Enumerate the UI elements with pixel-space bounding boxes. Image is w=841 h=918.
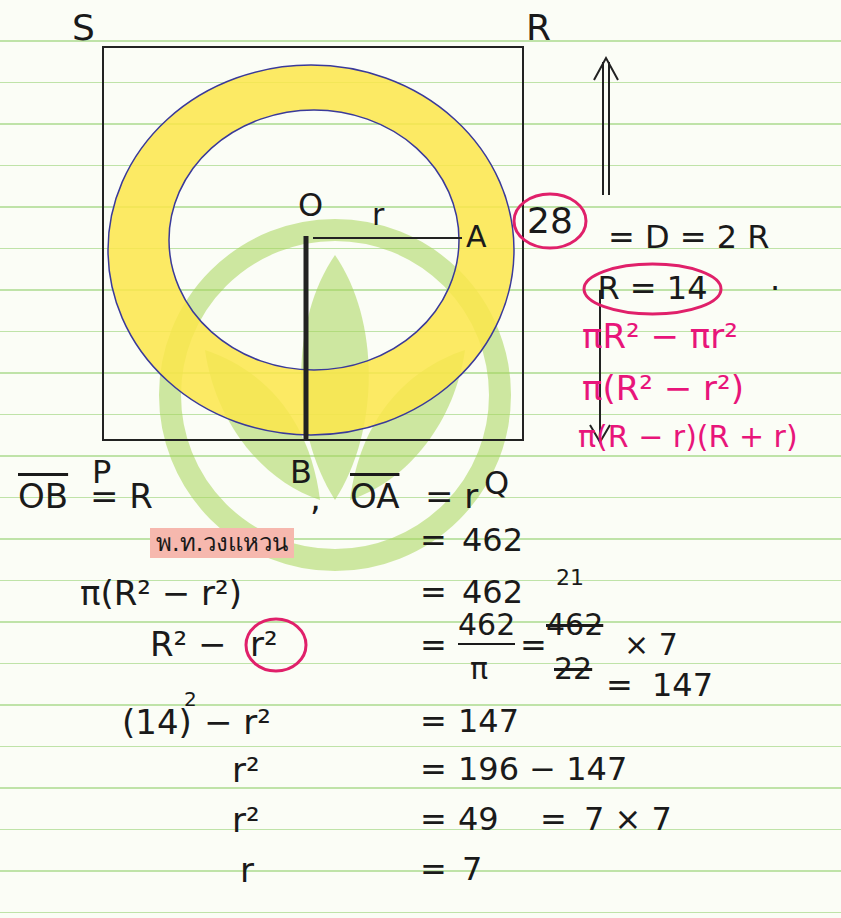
ring-area — [108, 65, 514, 435]
math-text: 21 — [556, 566, 584, 590]
math-text: 147 — [652, 668, 713, 703]
math-text: πR² − πr² — [582, 318, 738, 355]
segment-name: OB — [18, 478, 68, 515]
math-text: O — [298, 188, 323, 223]
math-text: 462 — [462, 523, 523, 558]
math-text: 7 × 7 — [584, 802, 672, 837]
outer-radius — [304, 236, 309, 440]
math-text: B — [290, 455, 312, 490]
math-text: , — [310, 480, 321, 517]
math-text: 462 — [462, 575, 523, 610]
math-text: = — [520, 628, 547, 663]
inner-radius — [313, 237, 462, 239]
math-text: 147 — [458, 704, 519, 739]
highlight-circle — [246, 619, 306, 671]
math-text: − r² — [204, 704, 271, 741]
math-text: π(R² − r²) — [80, 575, 242, 612]
math-text: (14) — [122, 704, 192, 741]
math-text: = — [606, 668, 633, 703]
math-text: = — [420, 852, 447, 887]
segment-name: OA — [350, 478, 399, 515]
math-text: Q — [484, 466, 509, 501]
math-text: × 7 — [624, 628, 678, 661]
math-text: r² — [232, 752, 260, 789]
math-text: 22 — [554, 652, 592, 685]
math-text: π — [470, 652, 488, 685]
math-text: π(R − r)(R + r) — [578, 420, 798, 453]
circled-value: 28 — [512, 192, 588, 250]
math-text: r² — [232, 802, 260, 839]
square — [103, 47, 523, 440]
circled-value: R = 14 — [582, 262, 723, 316]
math-text: A — [466, 220, 487, 253]
math-text: = R — [90, 478, 153, 515]
math-text: 49 — [458, 802, 499, 837]
math-text: = — [420, 575, 447, 610]
outer-circle — [108, 65, 514, 435]
value-text: 28 — [527, 201, 573, 241]
math-text: 196 − 147 — [458, 752, 627, 787]
math-text: . — [770, 262, 780, 297]
math-text: 462 — [546, 608, 603, 641]
dimension-line — [608, 62, 610, 195]
math-text: = D = 2 R — [608, 220, 770, 255]
math-text: R² − — [150, 626, 227, 663]
math-text: = — [420, 752, 447, 787]
math-text: S — [72, 8, 95, 48]
arrow-head — [594, 58, 618, 80]
dimension-line — [602, 62, 604, 195]
math-text: π(R² − r²) — [582, 370, 744, 407]
dimension-line — [599, 290, 601, 440]
inner-circle — [169, 110, 459, 370]
math-text: 7 — [462, 852, 482, 887]
math-text: = — [420, 628, 447, 663]
math-text: = — [420, 802, 447, 837]
math-text: 2 — [184, 688, 197, 710]
value-text: R = 14 — [597, 271, 707, 306]
math-text: = — [420, 523, 447, 558]
math-text: r — [372, 198, 384, 231]
math-text: = — [540, 802, 567, 837]
math-text: r — [240, 852, 254, 889]
math-text: = r — [425, 478, 478, 515]
highlighted-term: พ.ท.วงแหวน — [150, 528, 294, 558]
math-text: 462 — [458, 608, 515, 645]
math-text: R — [526, 8, 551, 48]
math-text: r² — [250, 626, 278, 663]
math-text: = — [420, 704, 447, 739]
